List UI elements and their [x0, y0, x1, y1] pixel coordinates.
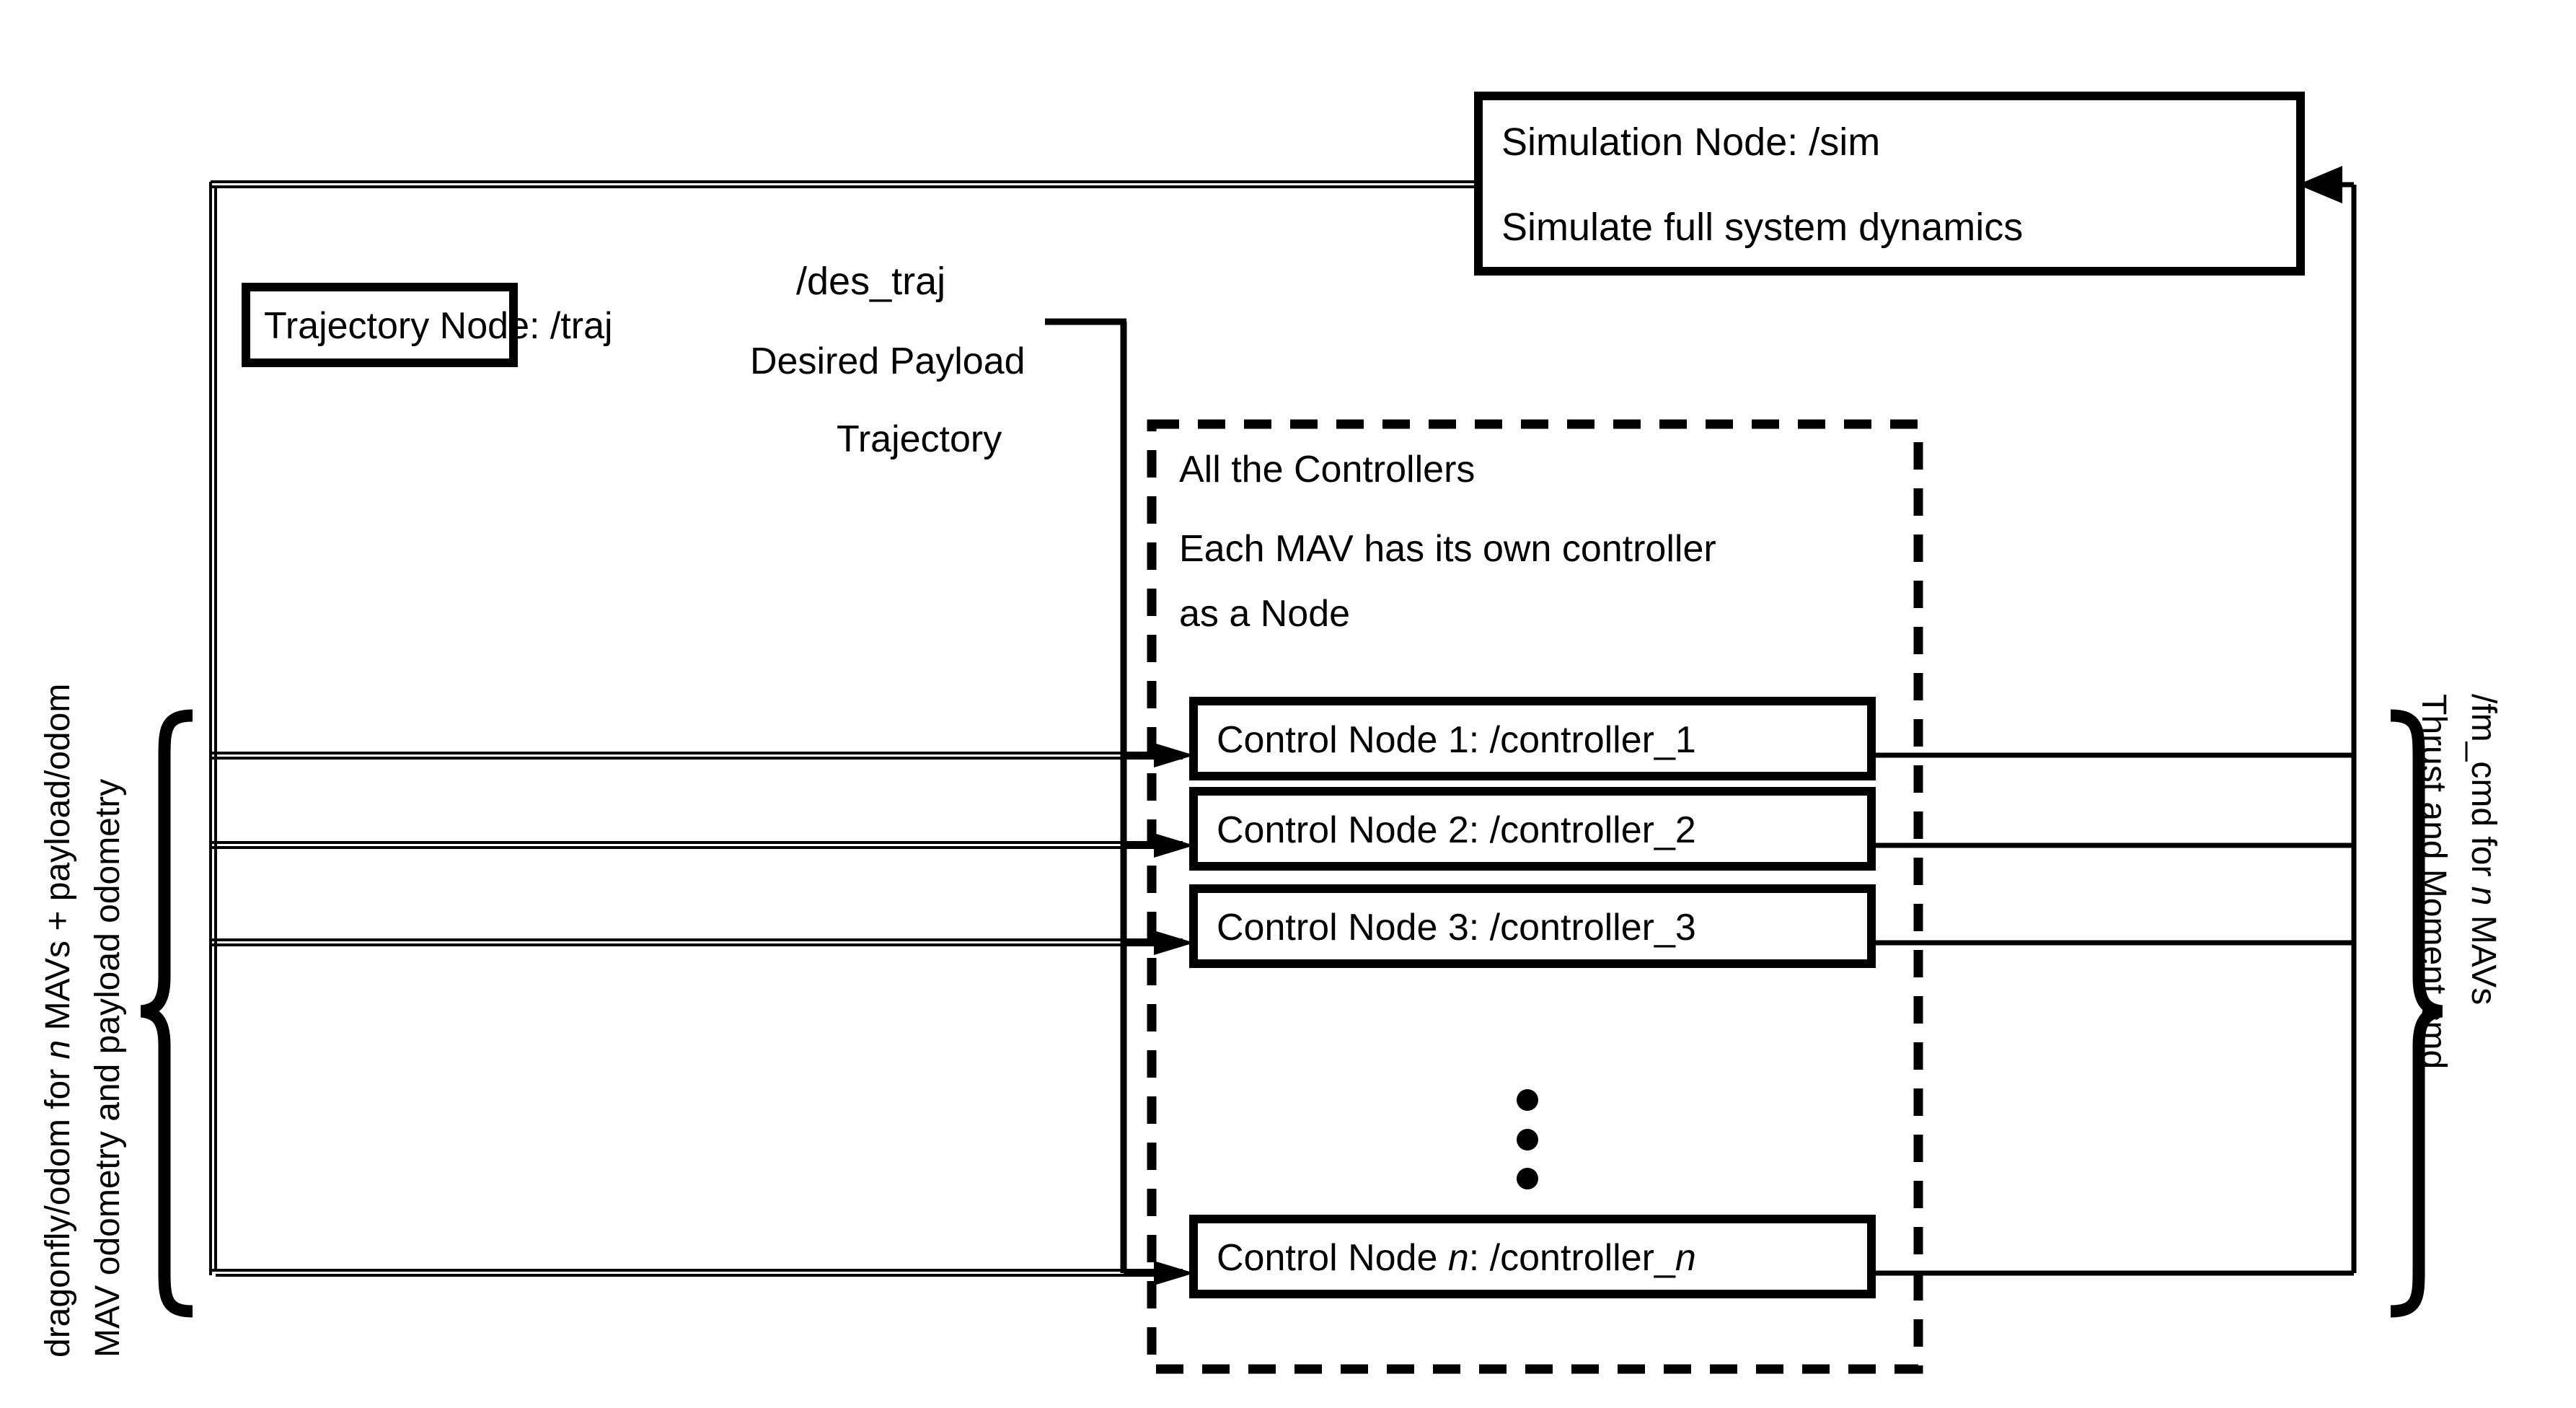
odometry-line1-a: dragonfly/odom for [39, 1059, 77, 1358]
controllers-group-header: All the Controllers [1179, 449, 1476, 490]
fm-cmd-line1-b: MAVs [2464, 905, 2502, 1006]
control-node-n-text-b: : /controller_ [1468, 1237, 1675, 1279]
control-node-3-label: Control Node 3: /controller_3 [1217, 907, 1696, 949]
controllers-group-body-line2: as a Node [1179, 593, 1351, 635]
odometry-bus-lines [209, 180, 1478, 1277]
trajectory-node-box[interactable] [242, 283, 518, 367]
fm-cmd-arrowhead [2298, 166, 2342, 203]
controllers-group-box [1147, 419, 1923, 1374]
control-node-n-text-a: Control Node [1217, 1237, 1448, 1279]
fm-cmd-line1-n: n [2464, 886, 2502, 906]
ellipsis-dots-icon [1517, 1089, 1538, 1189]
des-traj-desc-line2: Trajectory [837, 418, 1002, 460]
fm-cmd-lines [1871, 182, 2357, 1276]
odometry-bundle-label-line2: MAV odometry and payload odometry [89, 778, 127, 1358]
trajectory-node-label: Trajectory Node: /traj [264, 305, 613, 347]
simulation-node-line1: Simulation Node: /sim [1501, 120, 1881, 164]
fm-cmd-bundle-label-line2: Thrust and Moment cmd [2414, 694, 2453, 1070]
right-brace [2390, 709, 2443, 1318]
control-node-n-label: Control Node n: /controller_n [1217, 1236, 1696, 1281]
fm-cmd-line1-a: /fm_cmd for [2464, 694, 2502, 886]
control-node-1-box[interactable] [1189, 697, 1876, 780]
des-traj-line [1045, 318, 1154, 1277]
odometry-line1-n: n [39, 1039, 77, 1060]
control-node-1-label: Control Node 1: /controller_1 [1217, 719, 1696, 761]
controllers-group-body-line1: Each MAV has its own controller [1179, 528, 1716, 570]
control-node-3-box[interactable] [1189, 884, 1876, 968]
fm-cmd-bundle-label-line1: /fm_cmd for n MAVs [2461, 694, 2504, 1005]
odometry-arrowheads [1154, 743, 1194, 1285]
odometry-line1-b: MAVs + payload/odom [39, 683, 77, 1040]
left-brace [140, 709, 193, 1318]
simulation-node-line2: Simulate full system dynamics [1501, 206, 2024, 249]
control-node-2-label: Control Node 2: /controller_2 [1217, 809, 1696, 851]
des-traj-topic-label: /des_traj [796, 260, 946, 303]
control-node-n-box[interactable] [1189, 1215, 1876, 1298]
control-node-n-index-2: n [1675, 1237, 1696, 1279]
des-traj-desc-line1: Desired Payload [750, 340, 1025, 382]
control-node-n-index: n [1447, 1237, 1469, 1279]
odometry-bundle-label-line1: dragonfly/odom for n MAVs + payload/odom [38, 684, 80, 1358]
control-node-2-box[interactable] [1189, 787, 1876, 871]
simulation-node-box[interactable] [1474, 92, 2305, 276]
